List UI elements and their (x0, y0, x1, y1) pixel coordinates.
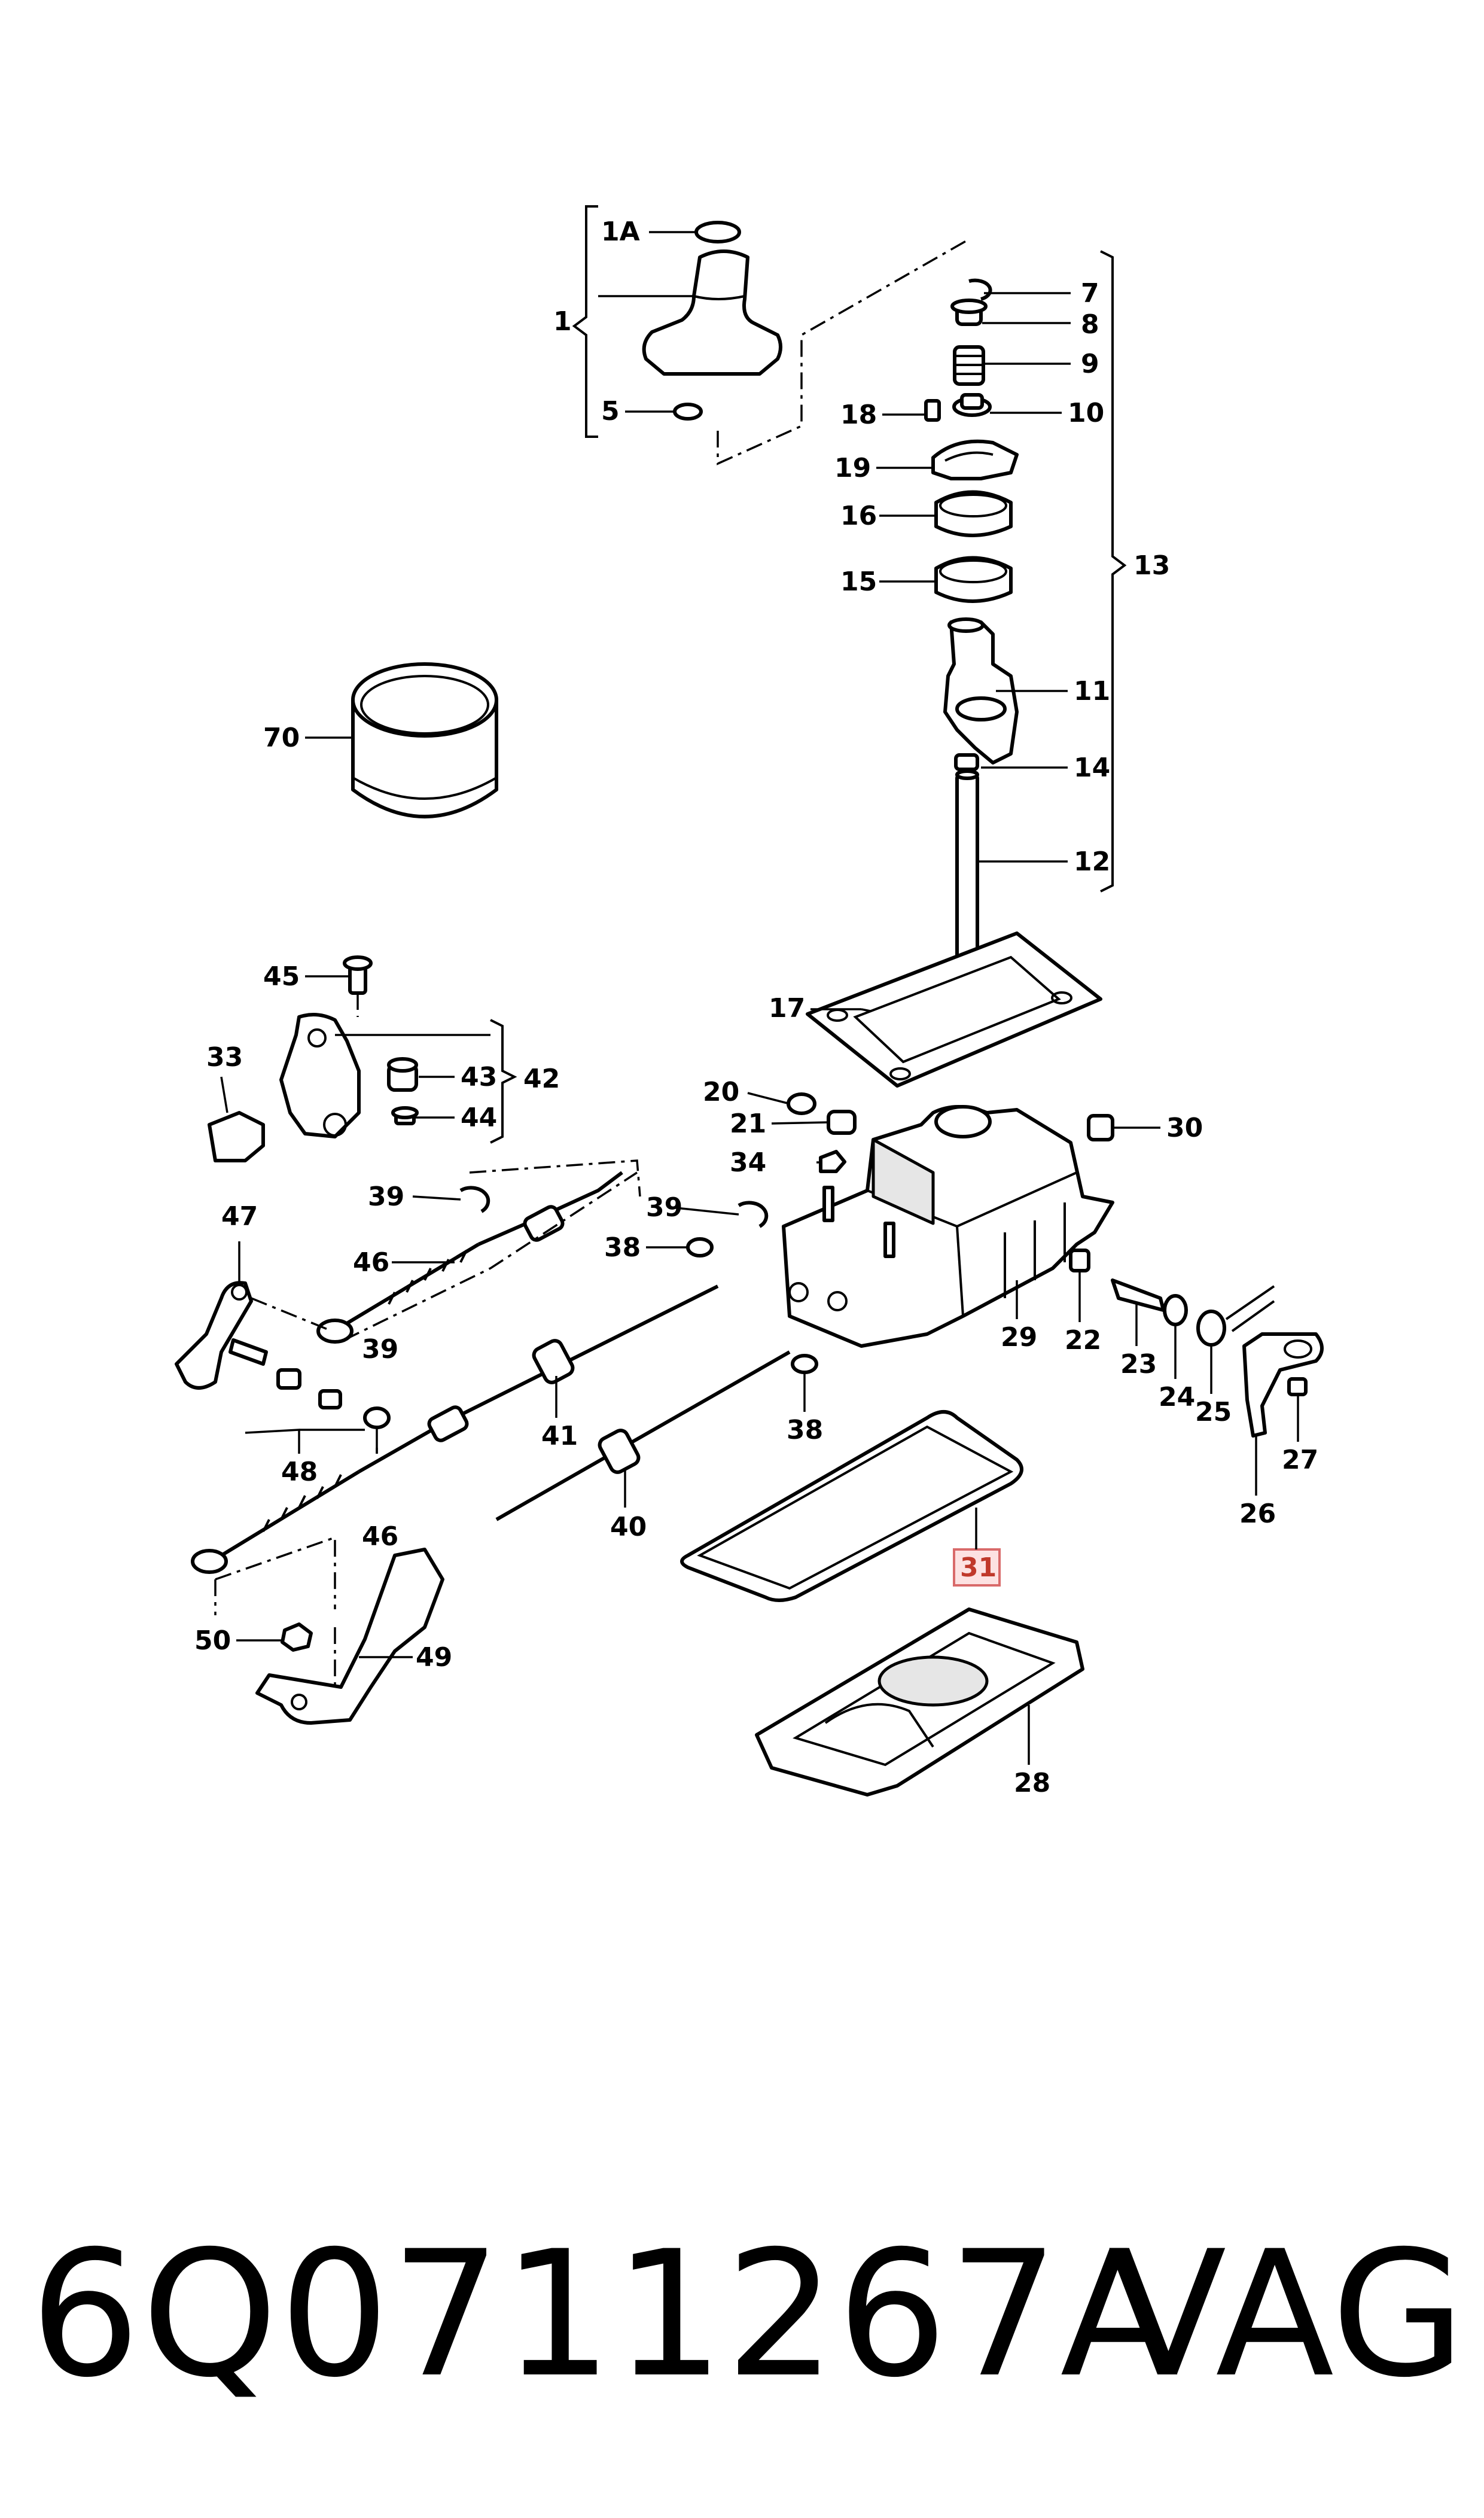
callout-1A: 1A (601, 217, 640, 247)
callout-43: 43 (461, 1062, 497, 1092)
callout-38-upper: 38 (604, 1232, 641, 1263)
gasket-plate-17 (806, 931, 1102, 1088)
footer: 6Q0711267A VAG (30, 2213, 1465, 2417)
callout-15: 15 (840, 567, 877, 597)
callout-12: 12 (1074, 847, 1110, 877)
callout-46-lower: 46 (362, 1521, 398, 1552)
callout-34: 34 (730, 1147, 766, 1178)
shift-cables (191, 1159, 818, 1615)
callout-18: 18 (840, 400, 877, 430)
callout-31: 31 (960, 1552, 997, 1583)
callout-48: 48 (281, 1457, 318, 1487)
callout-39-mid: 39 (646, 1192, 682, 1223)
brand-text: VAG (1108, 2214, 1465, 2416)
highlight-box-31 (953, 1548, 1001, 1587)
callout-47: 47 (221, 1201, 258, 1232)
callout-10: 10 (1068, 398, 1104, 428)
bracket-group-42 (208, 955, 517, 1162)
callout-70: 70 (263, 723, 300, 753)
callout-8: 8 (1081, 309, 1099, 340)
callout-5: 5 (601, 396, 620, 427)
callout-50: 50 (194, 1625, 231, 1656)
callout-24: 24 (1159, 1382, 1195, 1412)
callout-49: 49 (416, 1642, 452, 1673)
callout-28: 28 (1014, 1768, 1050, 1798)
lever-47-group (175, 1241, 365, 1454)
shift-lever-stack (876, 250, 1127, 1016)
part-number-text: 6Q0711267A (30, 2214, 1180, 2416)
base-plate-28 (755, 1607, 1084, 1797)
boot-ring-70 (305, 662, 498, 818)
callout-29: 29 (1001, 1322, 1037, 1353)
callout-13: 13 (1133, 550, 1170, 581)
callout-33: 33 (206, 1042, 243, 1073)
callout-39-upper: 39 (368, 1182, 404, 1212)
callout-25: 25 (1195, 1397, 1232, 1427)
bracket-49-group (236, 1548, 444, 1725)
callout-20: 20 (703, 1077, 739, 1107)
knob-cap-shape (694, 221, 741, 243)
callout-14: 14 (1074, 753, 1110, 783)
knob-clip-shape (673, 403, 703, 421)
callout-38-lower: 38 (787, 1415, 823, 1445)
callout-17: 17 (769, 993, 805, 1024)
callout-11: 11 (1074, 676, 1110, 707)
callout-16: 16 (840, 501, 877, 531)
gasket-31 (680, 1410, 1023, 1602)
callout-7: 7 (1081, 278, 1099, 309)
callout-labels: 1A 1 5 7 8 9 18 10 19 16 15 13 11 70 14 … (194, 217, 1318, 1798)
callout-27: 27 (1282, 1445, 1318, 1475)
callout-19: 19 (834, 453, 871, 483)
callout-23: 23 (1120, 1349, 1157, 1380)
callout-22: 22 (1065, 1325, 1101, 1356)
housing-29 (747, 1092, 1160, 1348)
callout-1: 1 (553, 306, 572, 337)
callout-46-upper: 46 (353, 1247, 389, 1278)
callout-41: 41 (541, 1421, 578, 1451)
side-parts-22-27 (1069, 1249, 1324, 1496)
gear-knob-group (572, 205, 970, 465)
callout-45: 45 (263, 961, 300, 992)
callout-42: 42 (523, 1064, 560, 1094)
callout-39-lower: 39 (362, 1334, 398, 1365)
callout-30: 30 (1166, 1113, 1203, 1143)
callout-26: 26 (1239, 1499, 1276, 1529)
callout-44: 44 (461, 1103, 497, 1133)
callout-21: 21 (730, 1109, 766, 1139)
callout-9: 9 (1081, 349, 1099, 379)
callout-40: 40 (610, 1512, 647, 1542)
gear-knob-shape (642, 249, 782, 376)
